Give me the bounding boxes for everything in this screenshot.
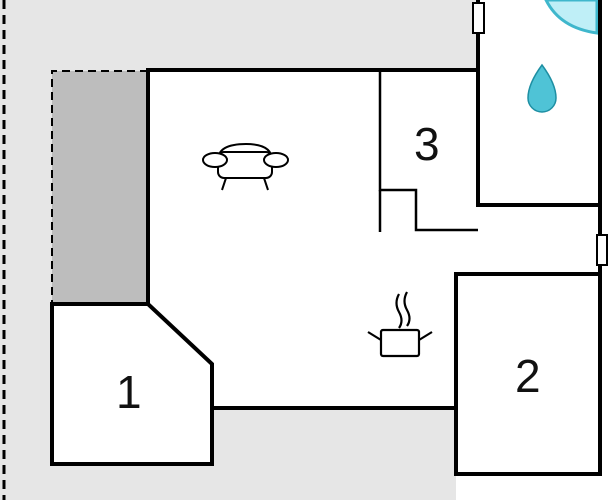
walls: [50, 0, 602, 476]
room-1-label: 1: [116, 366, 142, 418]
cooking-pot-icon: [367, 291, 433, 358]
room-3-walls: [378, 70, 478, 232]
sofa-icon: [202, 142, 289, 191]
house-interior: [52, 0, 616, 500]
window-icon: [472, 2, 485, 34]
room-2-label: 2: [515, 350, 541, 402]
terrace-dashed-edge: [51, 70, 148, 303]
swimming-pool-icon: [544, 0, 599, 35]
window-icon: [596, 234, 608, 266]
room-3-label: 3: [414, 118, 440, 170]
terrace: [52, 71, 148, 303]
water-drop-icon: [527, 63, 557, 113]
